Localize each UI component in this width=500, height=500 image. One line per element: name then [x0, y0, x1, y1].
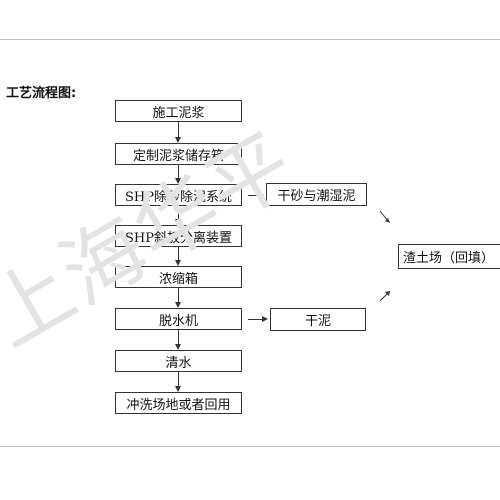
step-thickening-tank: 浓缩箱 [115, 266, 242, 288]
arrow-down-icon [175, 178, 181, 184]
output-dry-mud: 干泥 [270, 308, 366, 331]
connector-mud-output [248, 319, 262, 320]
connector-5 [178, 288, 179, 302]
connector-2 [178, 165, 179, 178]
step-dewatering-machine: 脱水机 [115, 308, 242, 330]
connector-3 [178, 206, 179, 219]
arrow-right-icon [262, 316, 268, 322]
arrow-down-icon [175, 260, 181, 266]
arrow-down-icon [175, 219, 181, 225]
step-desanding-system: SHP除砂除泥系统 [115, 184, 242, 206]
output-dry-sand-wet-mud: 干砂与潮湿泥 [266, 183, 367, 206]
step-construction-mud: 施工泥浆 [115, 100, 242, 122]
connector-sand-output [248, 195, 258, 196]
arrow-head-icon [385, 218, 390, 223]
connector-6 [178, 330, 179, 344]
connector-1 [178, 122, 179, 137]
arrow-head-icon [385, 291, 390, 296]
diagonal-arrow-upper [379, 292, 389, 302]
arrow-down-icon [175, 344, 181, 350]
arrow-down-icon [175, 137, 181, 143]
arrow-down-icon [175, 386, 181, 392]
step-reuse: 冲洗场地或者回用 [115, 392, 242, 414]
output-landfill: 渣土场（回填） [398, 244, 500, 269]
diagram-heading: 工艺流程图: [6, 86, 77, 101]
step-clean-water: 清水 [115, 350, 242, 372]
diagonal-arrow-lower [379, 210, 389, 222]
step-storage-tank: 定制泥浆储存箱 [115, 143, 242, 165]
top-divider [0, 39, 500, 40]
bottom-divider [0, 446, 500, 447]
connector-7 [178, 372, 179, 386]
arrow-right-icon [258, 192, 264, 198]
arrow-down-icon [175, 302, 181, 308]
step-inclined-plate-separator: SHP斜板分离装置 [115, 225, 242, 247]
connector-4 [178, 247, 179, 260]
